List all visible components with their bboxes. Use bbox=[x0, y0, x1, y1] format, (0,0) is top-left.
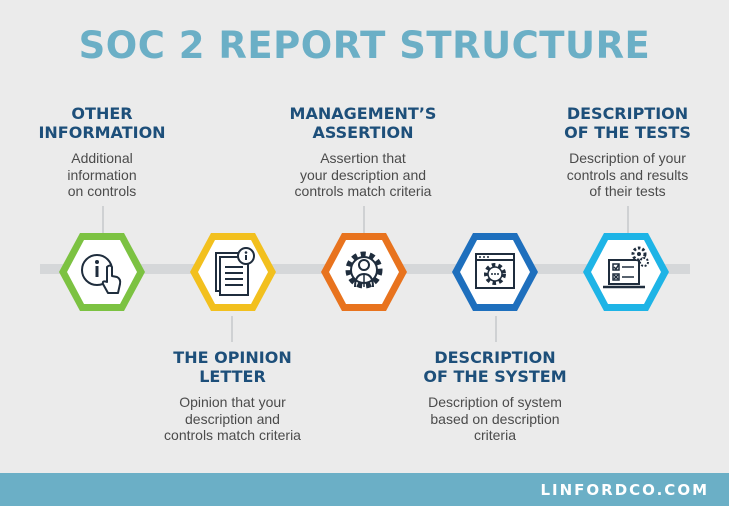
step-2-hexagon bbox=[188, 227, 278, 317]
step-4-heading: DESCRIPTION OF THE SYSTEM bbox=[423, 348, 567, 386]
connector-line-1 bbox=[102, 206, 104, 236]
connector-line-2 bbox=[231, 316, 233, 342]
browser-gear-icon bbox=[452, 233, 538, 311]
laptop-checklist-icon bbox=[583, 233, 669, 311]
connector-line-5 bbox=[627, 206, 629, 236]
step-5-hexagon bbox=[581, 227, 671, 317]
step-3-hexagon bbox=[319, 227, 409, 317]
step-3-heading: MANAGEMENT’S ASSERTION bbox=[289, 104, 437, 142]
step-3-description: Assertion that your description and cont… bbox=[294, 150, 432, 199]
step-1-hexagon bbox=[57, 227, 147, 317]
document-info-icon bbox=[190, 233, 276, 311]
step-5-heading: DESCRIPTION OF THE TESTS bbox=[564, 104, 691, 142]
step-4-description: Description of system based on descripti… bbox=[428, 394, 562, 443]
step-4-hexagon bbox=[450, 227, 540, 317]
footer-brand: LINFORDCO.COM bbox=[540, 481, 709, 499]
connector-line-4 bbox=[495, 316, 497, 342]
step-1-heading: OTHER INFORMATION bbox=[38, 104, 166, 142]
step-5-description: Description of your controls and results… bbox=[566, 150, 689, 199]
step-2-description: Opinion that your description and contro… bbox=[164, 394, 301, 443]
step-1-description: Additional information on controls bbox=[67, 150, 137, 199]
step-2-heading: THE OPINION LETTER bbox=[173, 348, 292, 386]
page-title: SOC 2 REPORT STRUCTURE bbox=[78, 24, 651, 67]
info-touch-icon bbox=[59, 233, 145, 311]
gear-person-icon bbox=[321, 233, 407, 311]
connector-line-3 bbox=[363, 206, 365, 236]
footer-bar: LINFORDCO.COM bbox=[0, 473, 729, 506]
